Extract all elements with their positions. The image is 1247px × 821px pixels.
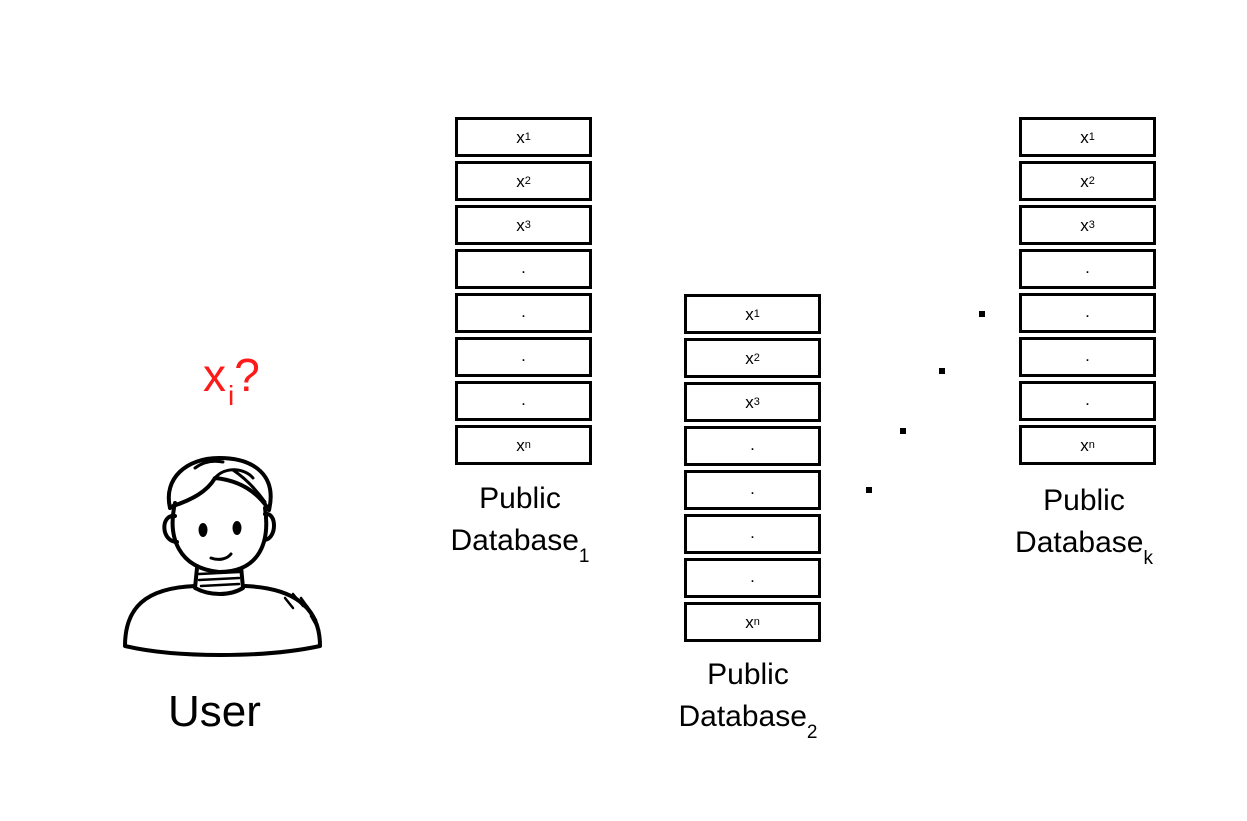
record-ellipsis: . bbox=[1085, 301, 1090, 321]
database-2-caption: Public Database2 bbox=[618, 654, 878, 754]
ellipsis-dot bbox=[866, 487, 872, 493]
caption-sub: 1 bbox=[578, 546, 590, 567]
record-ellipsis: . bbox=[1085, 345, 1090, 365]
database-record: . bbox=[455, 293, 592, 333]
record-var: x bbox=[745, 392, 754, 412]
record-var: x bbox=[516, 215, 525, 235]
record-sub: 2 bbox=[1088, 174, 1095, 187]
database-record: . bbox=[1019, 293, 1156, 333]
caption-sub: 2 bbox=[806, 722, 818, 743]
caption-base: Database bbox=[1015, 526, 1144, 559]
database-record: . bbox=[455, 381, 592, 421]
database-record: . bbox=[455, 337, 592, 377]
database-k-caption: Public Databasek bbox=[954, 480, 1214, 580]
database-record: . bbox=[684, 470, 821, 510]
record-var: x bbox=[1080, 215, 1089, 235]
database-record: . bbox=[684, 558, 821, 598]
ellipsis-dot bbox=[939, 368, 945, 374]
ellipsis-dot bbox=[900, 428, 906, 434]
caption-base: Database bbox=[678, 700, 807, 733]
record-var: x bbox=[745, 612, 754, 632]
record-var: x bbox=[745, 304, 754, 324]
record-ellipsis: . bbox=[521, 345, 526, 365]
record-ellipsis: . bbox=[521, 257, 526, 277]
database-record: . bbox=[1019, 381, 1156, 421]
record-var: x bbox=[745, 348, 754, 368]
query-subscript: i bbox=[228, 380, 235, 411]
caption-base: Database bbox=[450, 524, 579, 557]
database-1-caption: Public Database1 bbox=[390, 478, 650, 578]
database-record: . bbox=[1019, 337, 1156, 377]
user-avatar-icon bbox=[123, 456, 322, 657]
record-sub: 2 bbox=[753, 351, 760, 364]
record-sub: n bbox=[1088, 438, 1095, 451]
caption-line1: Public bbox=[1043, 484, 1125, 517]
record-sub: 1 bbox=[524, 130, 531, 143]
record-var: x bbox=[516, 435, 525, 455]
caption-sub: k bbox=[1143, 548, 1153, 569]
record-var: x bbox=[1080, 435, 1089, 455]
database-record: . bbox=[1019, 249, 1156, 289]
record-sub: n bbox=[753, 615, 760, 628]
record-ellipsis: . bbox=[750, 434, 755, 454]
record-sub: 1 bbox=[1088, 130, 1095, 143]
record-ellipsis: . bbox=[521, 301, 526, 321]
record-sub: n bbox=[524, 438, 531, 451]
record-ellipsis: . bbox=[750, 478, 755, 498]
record-sub: 3 bbox=[753, 395, 760, 408]
database-record: . bbox=[455, 249, 592, 289]
record-ellipsis: . bbox=[521, 389, 526, 409]
record-var: x bbox=[1080, 171, 1089, 191]
caption-line1: Public bbox=[707, 658, 789, 691]
record-ellipsis: . bbox=[1085, 389, 1090, 409]
query-variable: x bbox=[203, 349, 226, 401]
record-var: x bbox=[1080, 127, 1089, 147]
user-query-label: xi? bbox=[203, 352, 260, 410]
record-var: x bbox=[516, 127, 525, 147]
record-sub: 1 bbox=[753, 307, 760, 320]
record-ellipsis: . bbox=[750, 522, 755, 542]
caption-line1: Public bbox=[479, 482, 561, 515]
user-label: User bbox=[168, 687, 261, 736]
record-var: x bbox=[516, 171, 525, 191]
query-question-mark: ? bbox=[234, 349, 260, 401]
database-record: . bbox=[684, 514, 821, 554]
record-sub: 2 bbox=[524, 174, 531, 187]
ellipsis-dot bbox=[979, 311, 985, 317]
record-sub: 3 bbox=[1088, 218, 1095, 231]
record-ellipsis: . bbox=[1085, 257, 1090, 277]
record-sub: 3 bbox=[524, 218, 531, 231]
record-ellipsis: . bbox=[750, 566, 755, 586]
database-record: . bbox=[684, 426, 821, 466]
